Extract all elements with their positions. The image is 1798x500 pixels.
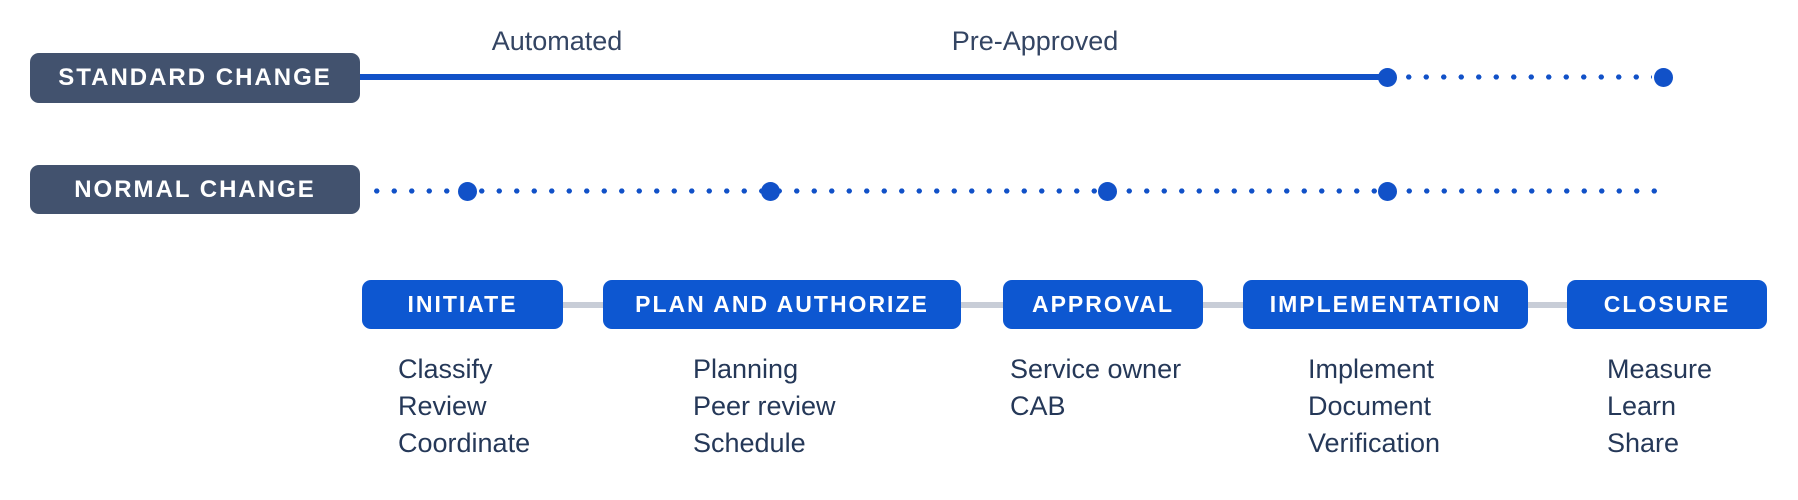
list-item: Planning xyxy=(693,354,799,384)
normal-change-badge: NORMAL CHANGE xyxy=(30,165,360,214)
phase-connector xyxy=(951,302,1013,308)
list-item: Service owner xyxy=(1010,354,1182,384)
phase-pill-implementation: IMPLEMENTATION xyxy=(1243,280,1528,329)
phase-pill-plan-and-authorize: PLAN AND AUTHORIZE xyxy=(603,280,961,329)
standard-change-solid-line xyxy=(355,74,1387,80)
phase-pill-closure: CLOSURE xyxy=(1567,280,1767,329)
pre-approved-label: Pre-Approved xyxy=(951,26,1119,56)
normal-line-milestone-dot xyxy=(457,181,477,201)
normal-line-milestone-dot xyxy=(760,181,780,201)
phase-connector xyxy=(1193,302,1253,308)
automated-label: Automated xyxy=(491,26,623,56)
list-item: Implement xyxy=(1308,354,1435,384)
list-item: Peer review xyxy=(693,391,836,421)
list-item: Coordinate xyxy=(398,428,531,458)
normal-change-dotted-line xyxy=(368,188,1665,194)
list-item: Classify xyxy=(398,354,493,384)
normal-line-milestone-dot xyxy=(1097,181,1117,201)
standard-change-dotted-line xyxy=(1400,74,1652,80)
phase-connector xyxy=(553,302,613,308)
standard-line-end-dot xyxy=(1654,68,1673,87)
list-item: Document xyxy=(1308,391,1432,421)
standard-change-badge: STANDARD CHANGE xyxy=(30,53,360,103)
phase-pill-initiate: INITIATE xyxy=(362,280,563,329)
phase-pill-approval: APPROVAL xyxy=(1003,280,1203,329)
list-item: Share xyxy=(1607,428,1680,458)
standard-line-milestone-dot xyxy=(1378,68,1397,87)
list-item: Review xyxy=(398,391,487,421)
phase-connector xyxy=(1518,302,1577,308)
normal-line-milestone-dot xyxy=(1377,181,1397,201)
list-item: Schedule xyxy=(693,428,806,458)
list-item: CAB xyxy=(1010,391,1066,421)
list-item: Learn xyxy=(1607,391,1677,421)
list-item: Verification xyxy=(1308,428,1441,458)
list-item: Measure xyxy=(1607,354,1713,384)
